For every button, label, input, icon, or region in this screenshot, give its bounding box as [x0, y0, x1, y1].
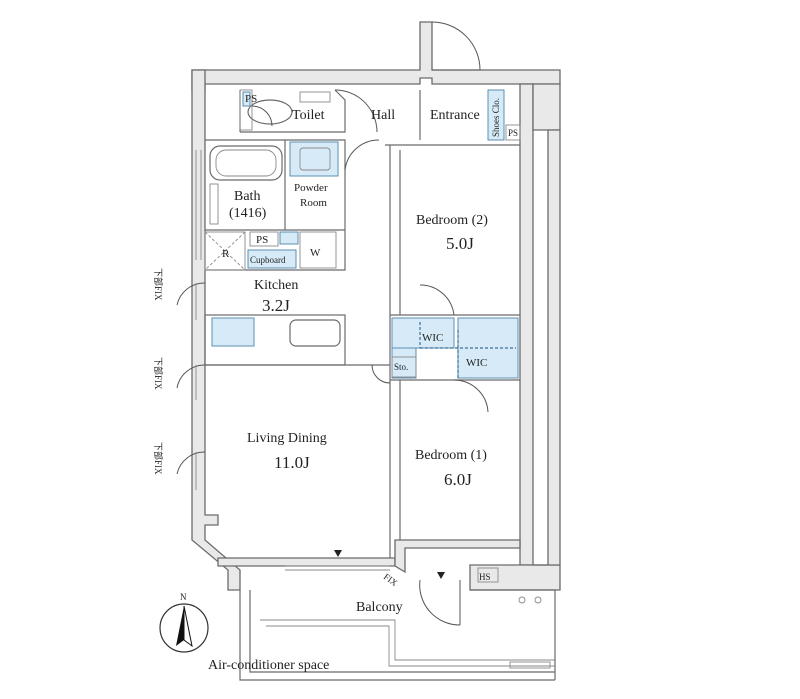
- fix-window-label-3: 下部FIX: [153, 442, 164, 475]
- outer-walls: [191, 21, 561, 591]
- doors: [176, 21, 489, 626]
- balcony-fix-label: FIX: [382, 571, 400, 588]
- ps-label-top: PS: [245, 93, 257, 105]
- room-labels: PS Toilet Hall Entrance Shoes Clo. PS Ba…: [153, 93, 518, 673]
- storage-label: Sto.: [394, 362, 408, 372]
- wic-label-2: WIC: [466, 357, 487, 369]
- wic-label-1: WIC: [422, 332, 443, 344]
- hs-label: HS: [479, 572, 491, 582]
- fix-window-label-1: 下部FIX: [153, 268, 164, 301]
- north-label: N: [180, 592, 187, 602]
- interior-walls: [204, 89, 520, 558]
- ps-label-entrance: PS: [508, 128, 518, 138]
- bath-label: Bath: [234, 189, 260, 204]
- fixtures: [204, 89, 521, 583]
- toilet-label: Toilet: [292, 108, 325, 123]
- fix-window-label-2: 下部FIX: [153, 357, 164, 390]
- bedroom-1-size-label: 6.0J: [444, 470, 472, 489]
- bath-size-label: (1416): [229, 206, 267, 221]
- ps-label-kitchen: PS: [256, 234, 268, 246]
- powder-room-label-2: Room: [300, 197, 327, 209]
- shoes-closet-label: Shoes Clo.: [491, 98, 501, 137]
- washer-label: W: [310, 247, 321, 259]
- cupboard-label: Cupboard: [250, 255, 286, 265]
- bedroom-2-size-label: 5.0J: [446, 234, 474, 253]
- living-dining-size-label: 11.0J: [274, 453, 310, 472]
- aircon-space-label: Air-conditioner space: [208, 658, 329, 673]
- kitchen-size-label: 3.2J: [262, 296, 290, 315]
- balcony-area: [239, 589, 556, 681]
- kitchen-label: Kitchen: [254, 278, 298, 293]
- powder-room-label-1: Powder: [294, 182, 328, 194]
- entrance-label: Entrance: [430, 108, 480, 123]
- bedroom-2-label: Bedroom (2): [416, 213, 488, 228]
- north-arrow: N: [159, 592, 209, 653]
- hall-label: Hall: [371, 108, 395, 123]
- balcony-label: Balcony: [356, 600, 403, 615]
- refrigerator-label: R: [222, 248, 230, 260]
- living-dining-label: Living Dining: [247, 431, 327, 446]
- bedroom-1-label: Bedroom (1): [415, 448, 487, 463]
